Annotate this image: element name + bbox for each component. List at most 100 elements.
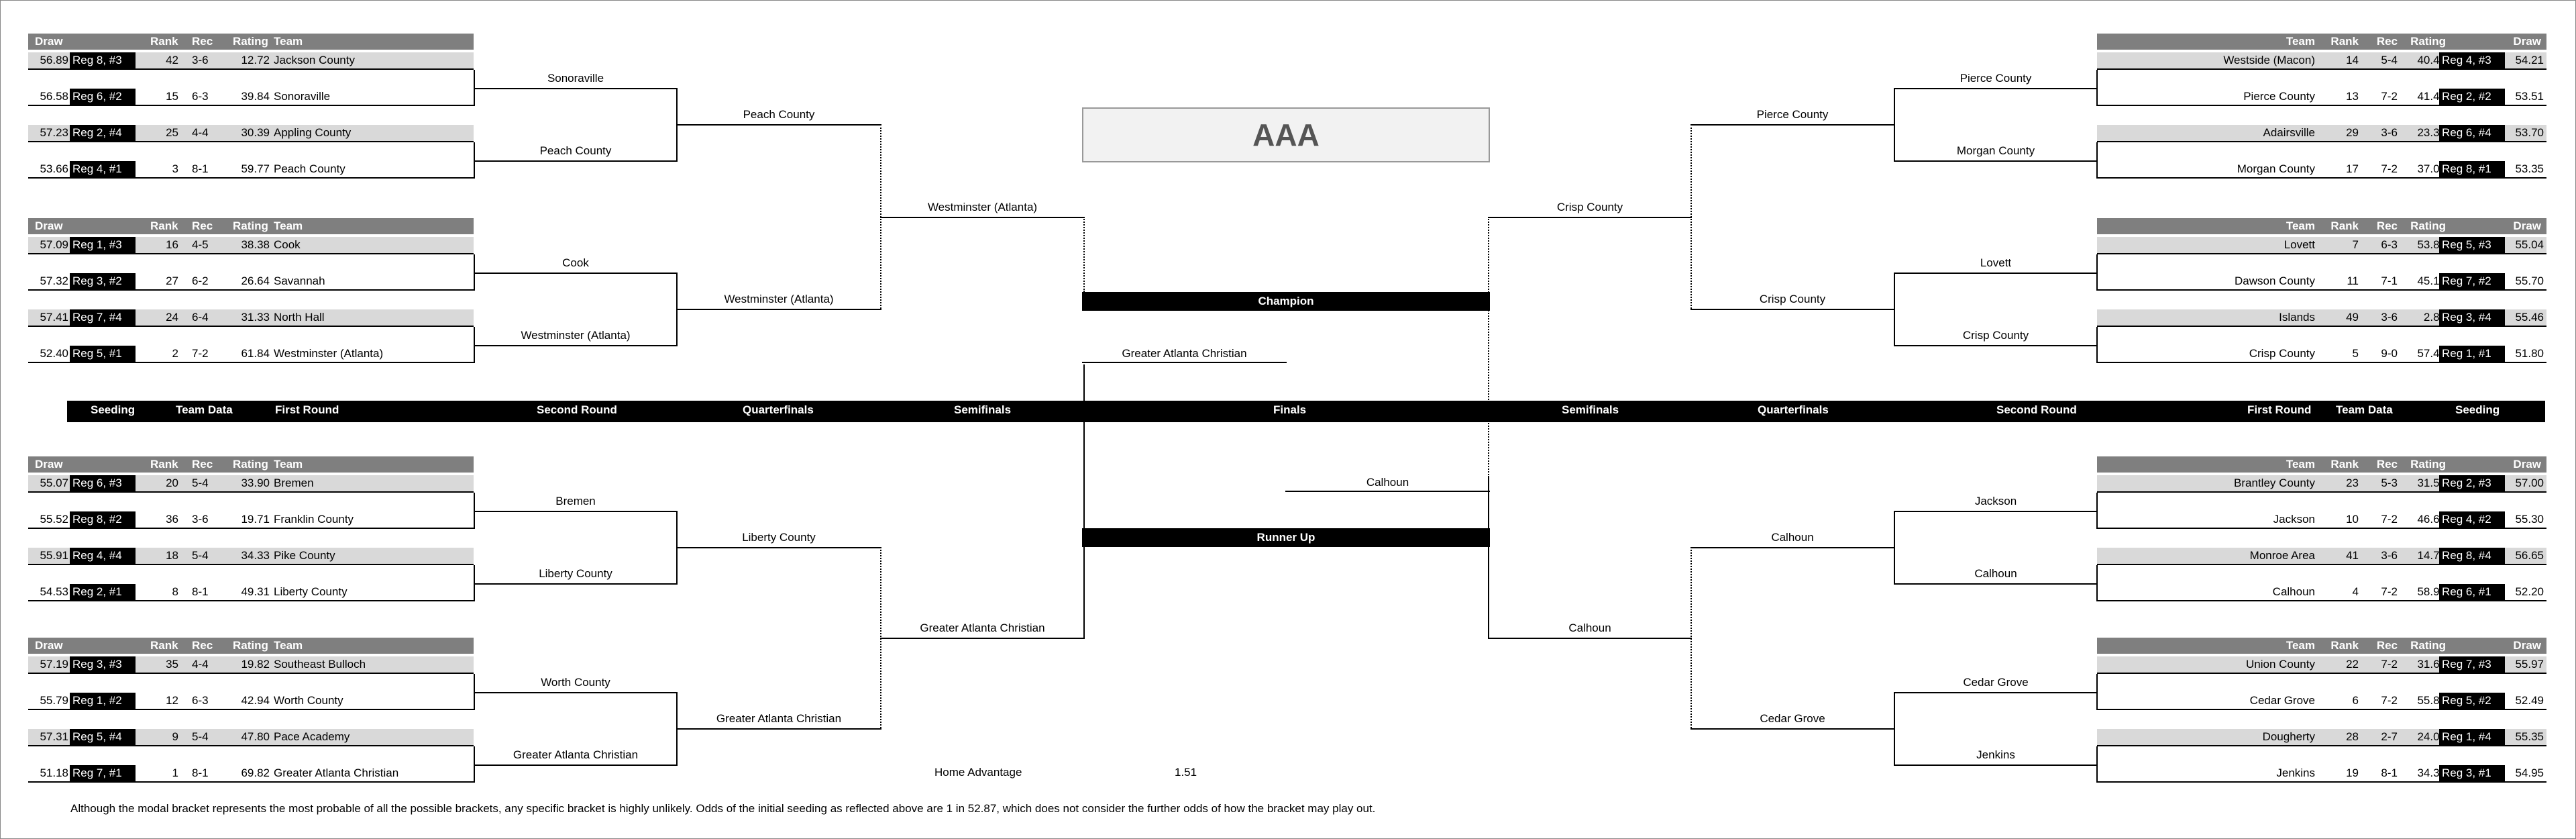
champion-label-bar: Champion xyxy=(1082,292,1490,311)
first-round-winner-text: Westminster (Atlanta) xyxy=(521,329,631,342)
header-rating: Rating xyxy=(233,219,268,232)
rating-value: 23.32 xyxy=(2417,126,2446,139)
header-team: Team xyxy=(2286,639,2315,652)
seed-badge: Reg 7, #1 xyxy=(70,765,136,781)
second-round-winner: Cedar Grove xyxy=(1690,711,1894,730)
first-round-winner-text: Pierce County xyxy=(1960,72,2032,85)
team-name: Greater Atlanta Christian xyxy=(274,767,399,779)
team-name: Calhoun xyxy=(2272,585,2315,598)
rank-value: 12 xyxy=(166,694,178,707)
rank-value: 24 xyxy=(166,311,178,324)
rank-value: 1 xyxy=(172,767,178,779)
seed-badge: Reg 6, #3 xyxy=(70,475,136,491)
header-rank: Rank xyxy=(2330,458,2359,471)
rating-value: 45.15 xyxy=(2417,275,2446,287)
rank-value: 29 xyxy=(2346,126,2359,139)
seed-text: Reg 8, #1 xyxy=(2442,162,2491,175)
seed-badge: Reg 8, #4 xyxy=(2439,548,2505,564)
round-label: Finals xyxy=(1273,403,1307,416)
first-round-winner: Sonoraville xyxy=(474,70,678,89)
round-label: First Round xyxy=(275,403,339,416)
record-value: 8-1 xyxy=(192,162,209,175)
first-round-winner: Morgan County xyxy=(1894,143,2098,162)
record-value: 2-7 xyxy=(2381,730,2398,743)
draw-value: 55.46 xyxy=(2515,311,2544,324)
first-round-winner: Calhoun xyxy=(1894,566,2098,585)
seed-text: Reg 3, #4 xyxy=(2442,311,2491,324)
second-round-winner: Peach County xyxy=(676,107,881,126)
quarterfinal-winner-text: Westminster (Atlanta) xyxy=(927,200,1038,213)
header-rec: Rec xyxy=(192,639,213,652)
header-rec: Rec xyxy=(2376,219,2398,232)
seed-badge: Reg 4, #4 xyxy=(70,548,136,564)
team-name: Islands xyxy=(2279,311,2315,324)
first-round-winner: Liberty County xyxy=(474,566,678,585)
quarterfinal-winner-text: Calhoun xyxy=(1568,622,1611,634)
seed-text: Reg 7, #3 xyxy=(2442,658,2491,671)
header-draw: Draw xyxy=(35,35,63,48)
header-rank: Rank xyxy=(150,219,178,232)
record-value: 5-4 xyxy=(192,477,209,489)
rating-value: 46.67 xyxy=(2417,513,2446,526)
header-rating: Rating xyxy=(2410,458,2446,471)
seed-badge: Reg 4, #3 xyxy=(2439,52,2505,68)
rating-value: 30.39 xyxy=(241,126,270,139)
quarterfinal-winner-text: Crisp County xyxy=(1556,200,1623,213)
draw-value: 53.70 xyxy=(2515,126,2544,139)
record-value: 6-2 xyxy=(192,275,209,287)
second-round-winner-text: Calhoun xyxy=(1771,531,1814,544)
rating-value: 59.77 xyxy=(241,162,270,175)
quarterfinal-winner: Calhoun xyxy=(1488,620,1692,639)
rating-value: 31.50 xyxy=(2417,477,2446,489)
seed-text: Reg 2, #1 xyxy=(72,585,122,598)
rating-value: 31.33 xyxy=(241,311,270,324)
round-label: Semifinals xyxy=(954,403,1012,416)
seed-badge: Reg 3, #2 xyxy=(70,273,136,289)
rating-value: 58.95 xyxy=(2417,585,2446,598)
record-value: 8-1 xyxy=(192,767,209,779)
runner-up-label: Runner Up xyxy=(1256,531,1316,544)
header-rank: Rank xyxy=(2330,35,2359,48)
team-name: Pike County xyxy=(274,549,335,562)
rank-value: 23 xyxy=(2346,477,2359,489)
draw-value: 57.41 xyxy=(40,311,68,324)
header-rec: Rec xyxy=(2376,35,2398,48)
team-name: Sonoraville xyxy=(274,90,331,103)
team-name: Bremen xyxy=(274,477,314,489)
draw-value: 57.19 xyxy=(40,658,68,671)
round-label: Quarterfinals xyxy=(743,403,814,416)
record-value: 8-1 xyxy=(2381,767,2398,779)
seed-text: Reg 8, #2 xyxy=(72,513,122,526)
record-value: 7-2 xyxy=(2381,513,2398,526)
record-value: 4-4 xyxy=(192,126,209,139)
first-round-winner-text: Jenkins xyxy=(1976,748,2015,761)
rating-value: 37.05 xyxy=(2417,162,2446,175)
round-label: Seeding xyxy=(2455,403,2500,416)
team-name: Southeast Bulloch xyxy=(274,658,366,671)
quarterfinal-winner: Crisp County xyxy=(1488,199,1692,218)
seed-badge: Reg 2, #3 xyxy=(2439,475,2505,491)
seed-text: Reg 1, #3 xyxy=(72,238,122,251)
first-round-winner-text: Bremen xyxy=(555,495,596,507)
first-round-winner-text: Calhoun xyxy=(1974,567,2017,580)
header-rec: Rec xyxy=(192,35,213,48)
header-rank: Rank xyxy=(2330,219,2359,232)
header-rec: Rec xyxy=(192,219,213,232)
header-team: Team xyxy=(274,219,303,232)
draw-value: 51.80 xyxy=(2515,347,2544,360)
rank-value: 4 xyxy=(2352,585,2359,598)
draw-value: 57.31 xyxy=(40,730,68,743)
draw-value: 56.89 xyxy=(40,54,68,66)
seed-text: Reg 5, #1 xyxy=(72,347,122,360)
seed-text: Reg 2, #4 xyxy=(72,126,122,139)
draw-value: 56.58 xyxy=(40,90,68,103)
